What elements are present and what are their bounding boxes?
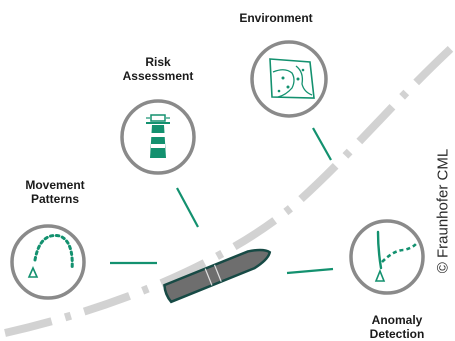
connector-risk (176, 187, 199, 228)
anomaly-detection-node (349, 219, 425, 295)
shipping-route (4, 39, 455, 337)
copyright-notice: © Fraunhofer CML (434, 148, 452, 274)
environment-label: Environment (239, 11, 313, 25)
dotted-trajectory-icon (27, 234, 74, 278)
connector-anomaly (286, 267, 334, 275)
movement-patterns-label: Movement Patterns (25, 178, 85, 206)
ship-icon (163, 248, 272, 304)
nautical-chart-icon (269, 58, 315, 99)
branching-route-icon (374, 230, 417, 282)
movement-patterns-node (10, 224, 86, 300)
lighthouse-icon (146, 114, 170, 158)
anomaly-detection-label: Anomaly Detection (369, 313, 425, 341)
risk-assessment-label: Risk Assessment (122, 55, 194, 83)
risk-assessment-node (120, 99, 196, 175)
connector-environment (312, 127, 332, 161)
environment-node (250, 40, 328, 118)
